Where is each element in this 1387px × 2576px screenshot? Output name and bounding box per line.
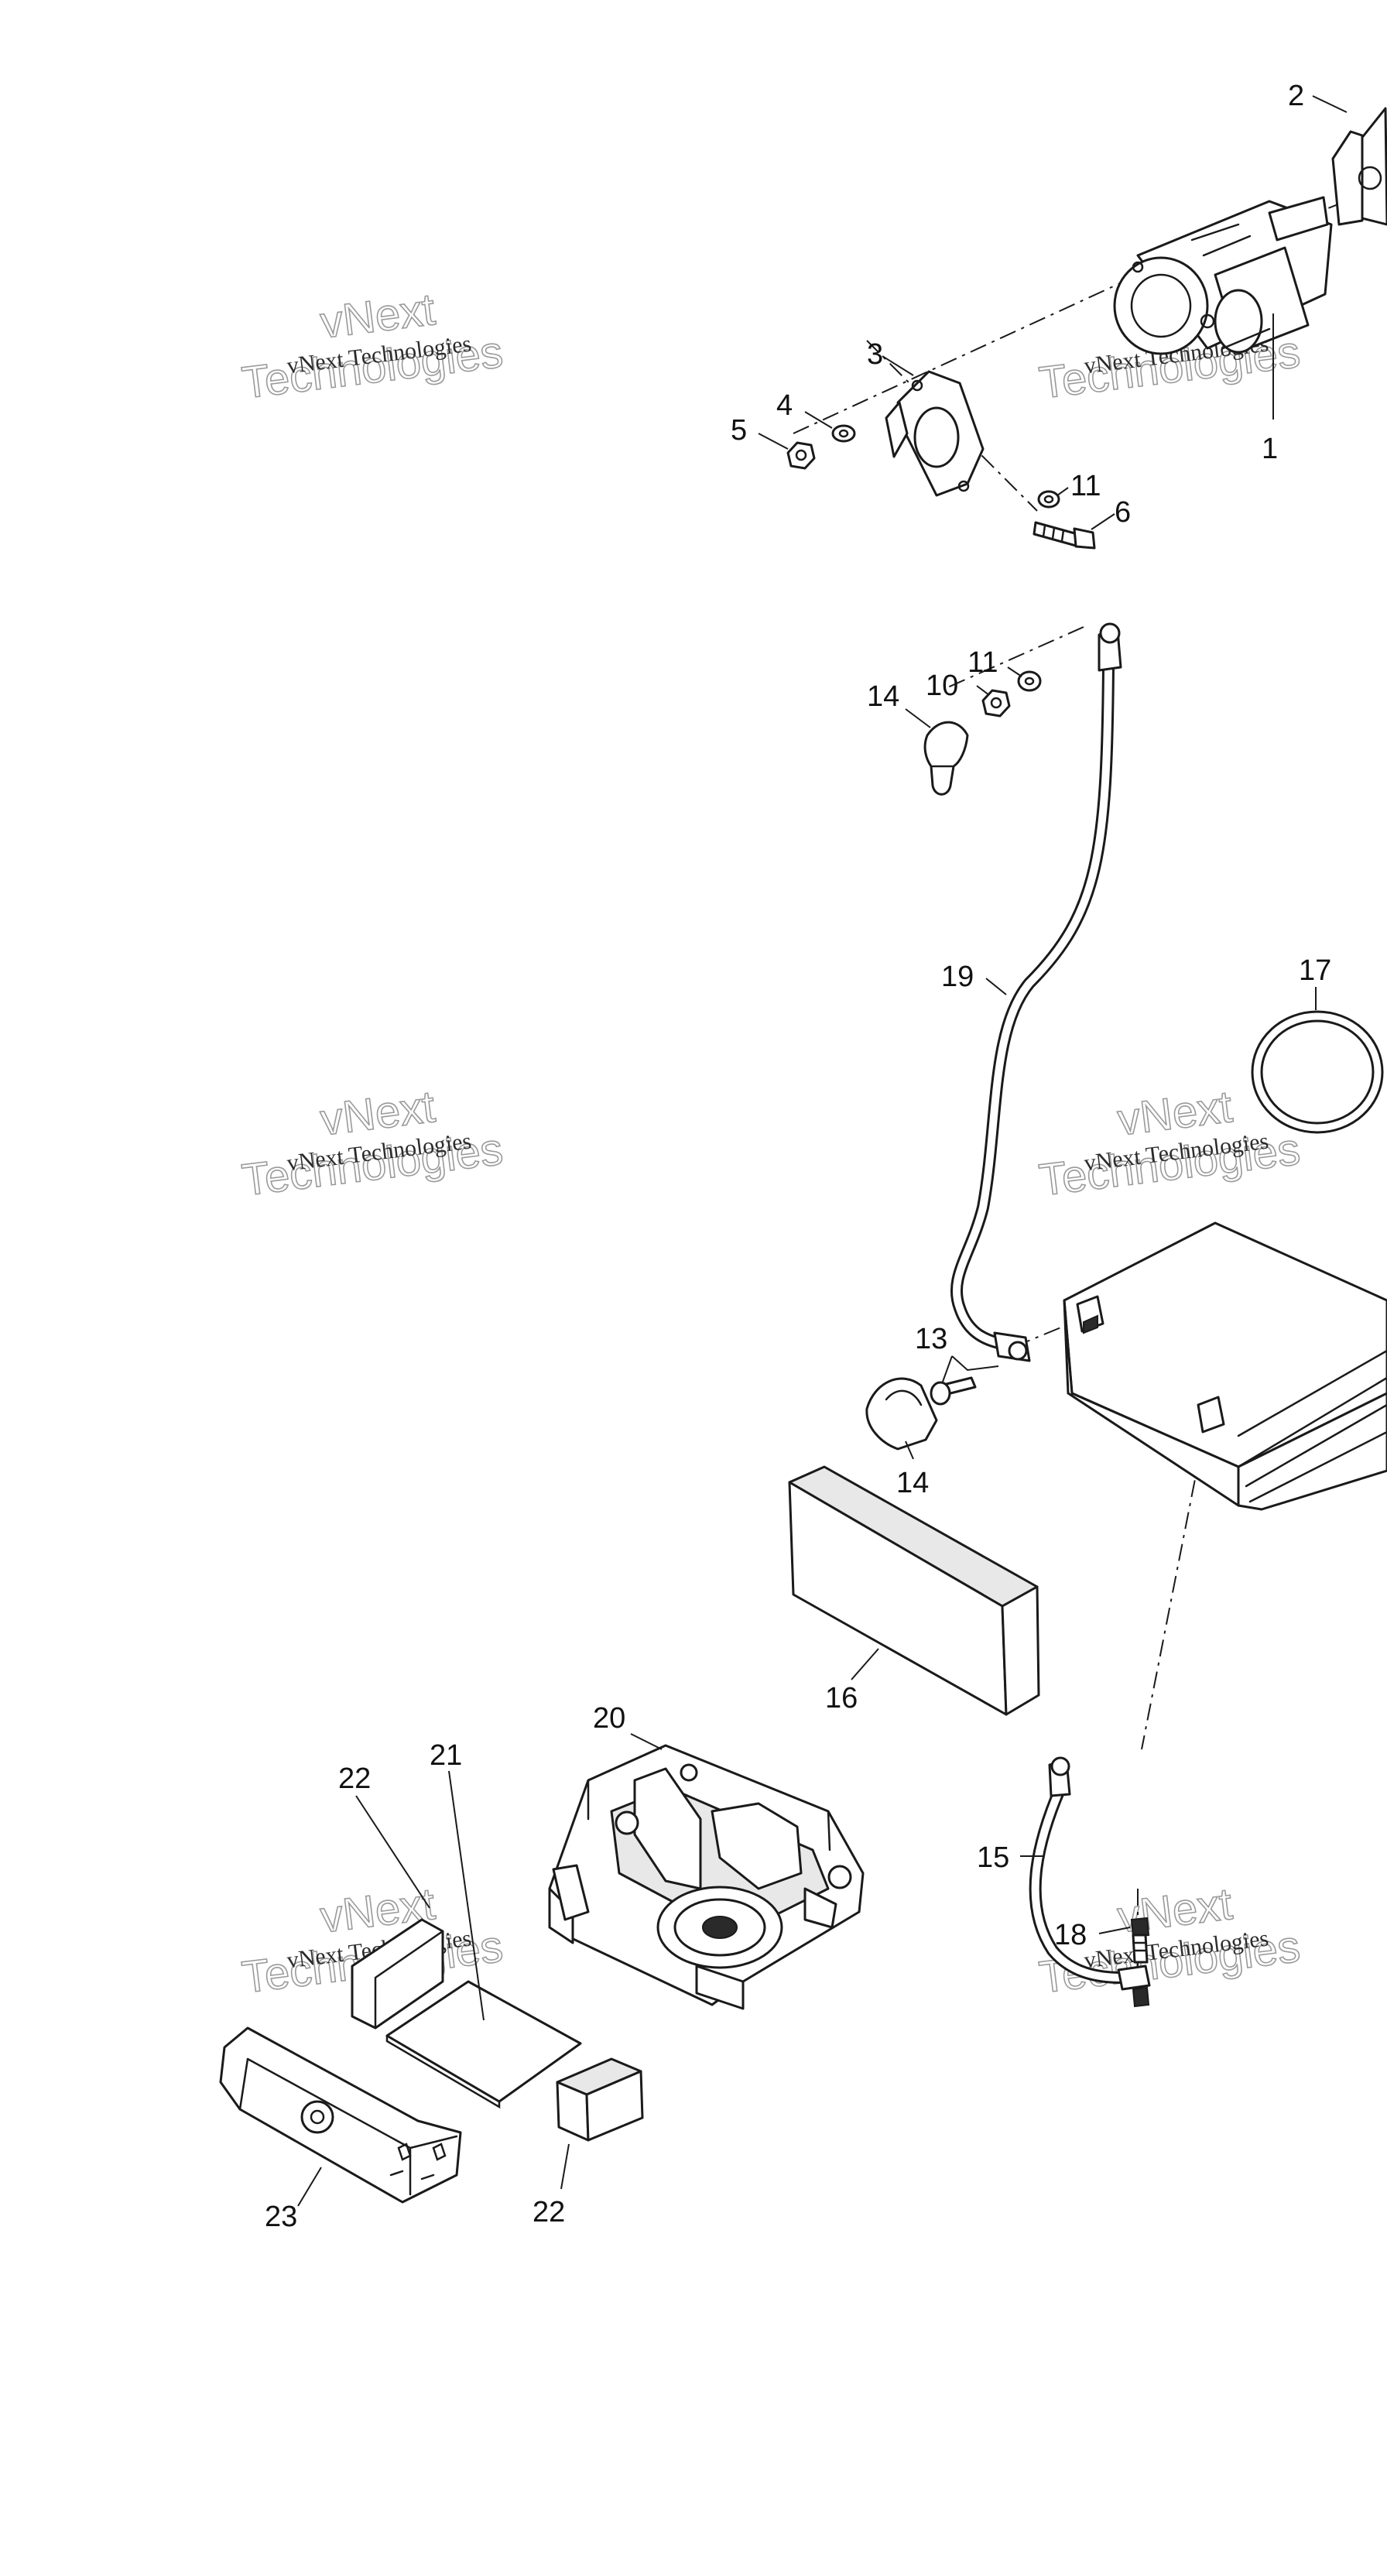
leader-3 [882,355,914,376]
leader-10 [976,685,990,696]
leader-22b [560,2143,570,2190]
leader-19 [985,978,1007,995]
part-5-nut [786,441,816,470]
battery [1063,1221,1387,1511]
callout-labels: 1 2 3 4 5 6 11 10 11 14 19 17 13 14 16 2… [265,80,1331,2233]
callout-22-upper: 22 [338,1762,371,1795]
leader-20 [630,1733,663,1750]
callout-20: 20 [593,1702,625,1735]
callout-14-upper: 14 [867,680,899,713]
leader-14a [905,708,931,728]
assembly-line-starter [793,185,1386,434]
callout-4: 4 [776,389,793,422]
leader-13 [942,1355,953,1382]
part-10-nut [981,689,1011,718]
callout-15: 15 [977,1841,1009,1874]
part-17-ring-gasket [1251,1010,1384,1134]
part-11-washer-lower [1017,670,1042,692]
leader-6 [1091,513,1115,530]
callout-19: 19 [941,961,974,993]
part-14-terminal-cap-lower [865,1377,938,1451]
callout-18: 18 [1054,1919,1087,1951]
callout-17: 17 [1299,954,1331,987]
part-15-ground-cable [1029,1756,1151,1991]
leader-5 [758,433,789,450]
part-6-bolt [1033,521,1096,550]
callout-5: 5 [731,414,747,447]
callout-14-lower: 14 [896,1467,929,1499]
part-20-battery-tray [548,1744,865,2010]
part-18-ground-bolt [1130,1917,1150,2008]
callout-3: 3 [867,338,883,371]
part-23-cover [219,2026,462,2204]
leader-23 [297,2167,322,2207]
callout-1: 1 [1262,433,1278,465]
callout-16: 16 [825,1682,858,1714]
callout-21: 21 [430,1739,462,1772]
part-16-foam-pad [788,1465,1040,1716]
leader-16 [851,1648,879,1680]
part-2-bracket [1331,107,1387,226]
callout-11-lower: 11 [967,646,998,679]
leader-11a [1057,487,1069,496]
part-19-positive-cable [950,622,1122,1362]
leader-2 [1312,95,1348,113]
part-11-washer-upper [1037,490,1060,509]
part-4-washer [831,424,856,443]
callout-13: 13 [915,1323,947,1355]
leader-4 [804,411,833,429]
part-1-starter-motor [1113,196,1333,355]
part-22-pad-lower [556,2057,644,2142]
part-13-terminal-bolt [930,1355,999,1406]
watermark-top-left: vNext Technologies vNext Technologies [238,283,506,409]
callout-10: 10 [926,670,958,702]
watermark-mid-left: vNext Technologies vNext Technologies [238,1081,506,1206]
callout-22-lower: 22 [533,2196,565,2228]
part-21-sheet [385,1980,582,2109]
callout-23: 23 [265,2201,297,2233]
part-14-terminal-cap-upper [923,721,969,796]
leader-11b [1007,666,1022,677]
callout-11-upper: 11 [1070,470,1101,502]
part-22-pad-upper [351,1918,444,2030]
leader-21 [448,1770,485,2021]
part-3-flange-bracket [885,370,985,497]
leader-22a [355,1795,430,1909]
leader-lines [297,95,1348,2207]
assembly-line-bolt [866,340,1038,512]
assembly-line-terminal [944,626,1084,690]
leader-14b [905,1440,914,1460]
callout-6: 6 [1115,496,1131,529]
leader-18 [1098,1927,1131,1934]
callout-2: 2 [1288,80,1304,112]
